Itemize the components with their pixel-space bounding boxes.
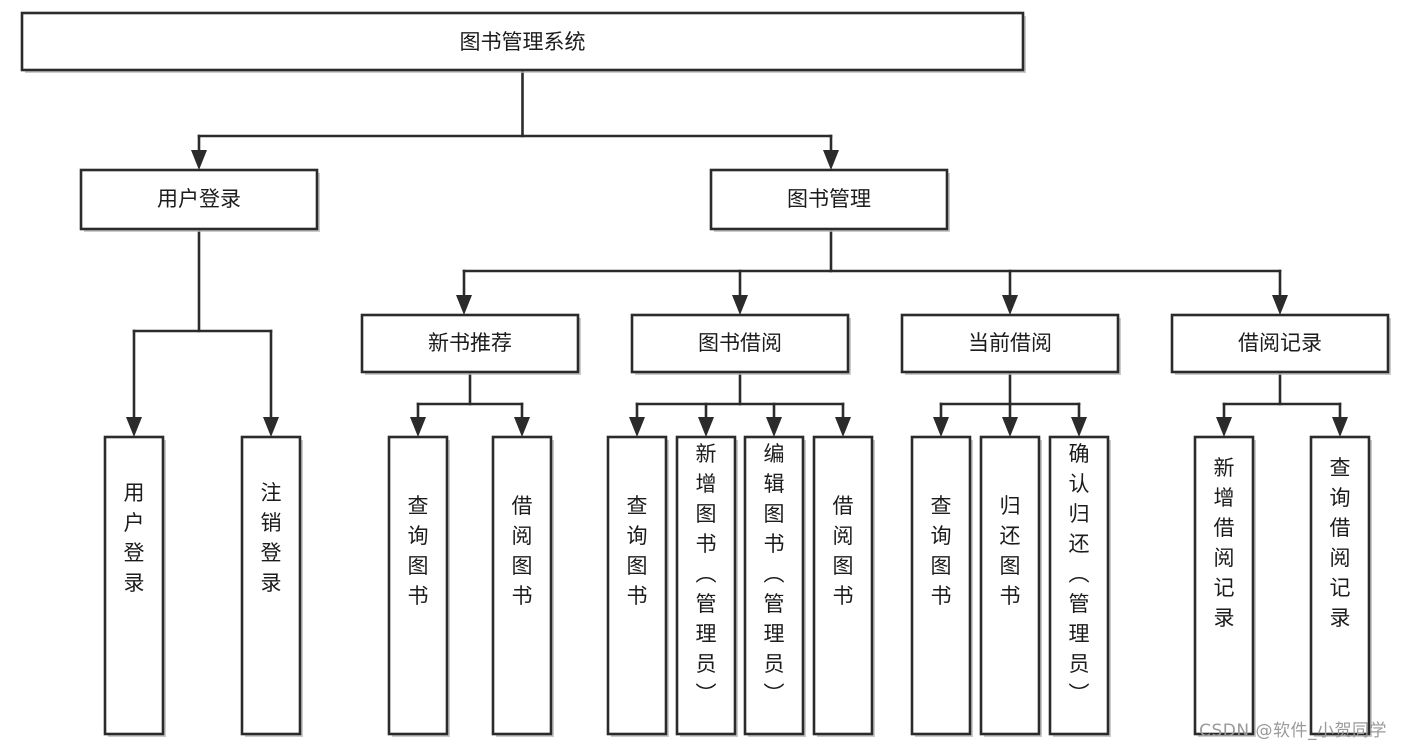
leaf-label: 查询图书 xyxy=(931,494,952,608)
leaf-label: 新增图书︵管理员︶ xyxy=(696,442,717,706)
leaf-rect[interactable] xyxy=(910,435,972,736)
node-book-manage[interactable]: 图书管理 xyxy=(709,168,950,232)
arrow-head-book-manage xyxy=(823,150,839,170)
arrow-head-bb-leaf4 xyxy=(835,417,851,437)
node-user-login-label: 用户登录 xyxy=(157,187,241,211)
leaf-user-login-1[interactable]: 用户登录 xyxy=(103,435,166,737)
arrow-head-leaf-user-login xyxy=(126,417,142,437)
node-user-login-rect[interactable] xyxy=(79,168,319,231)
arrow-head-book-borrow xyxy=(732,295,748,315)
leaf-book-borrow-3[interactable]: 编辑图书︵管理员︶ xyxy=(743,435,806,737)
node-book-borrow[interactable]: 图书借阅 xyxy=(630,313,851,375)
leaf-current-borrow-2[interactable]: 归还图书 xyxy=(979,435,1042,737)
leaf-book-borrow-2[interactable]: 新增图书︵管理员︶ xyxy=(675,435,738,737)
leaf-user-login-2[interactable]: 注销登录 xyxy=(240,435,303,737)
leaf-rect[interactable] xyxy=(240,435,302,736)
leaf-label: 查询图书 xyxy=(627,494,648,608)
node-root[interactable]: 图书管理系统 xyxy=(20,11,1026,73)
arrow-head-cb-leaf2 xyxy=(1002,417,1018,437)
arrow-head-nb-leaf1 xyxy=(410,417,426,437)
arrow-head-new-book xyxy=(456,295,472,315)
leaf-rect[interactable] xyxy=(1193,435,1255,736)
arrow-head-user-login xyxy=(191,150,207,170)
node-current-borrow[interactable]: 当前借阅 xyxy=(900,313,1121,375)
leaf-new-book-1[interactable]: 查询图书 xyxy=(387,435,450,737)
leaf-rect[interactable] xyxy=(387,435,449,736)
node-borrow-record[interactable]: 借阅记录 xyxy=(1170,313,1391,375)
arrow-head-leaf-logout xyxy=(263,417,279,437)
arrow-head-bb-leaf2 xyxy=(698,417,714,437)
node-root-rect[interactable] xyxy=(20,11,1025,72)
leaf-borrow-record-1[interactable]: 新增借阅记录 xyxy=(1193,435,1256,737)
node-book-borrow-label: 图书借阅 xyxy=(698,331,782,355)
node-new-book-rect[interactable] xyxy=(360,313,580,374)
node-book-borrow-rect[interactable] xyxy=(630,313,850,374)
leaf-rect[interactable] xyxy=(979,435,1041,736)
leaf-book-borrow-1[interactable]: 查询图书 xyxy=(606,435,669,737)
arrow-head-br-leaf1 xyxy=(1216,417,1232,437)
leaf-rect[interactable] xyxy=(1048,435,1110,736)
leaf-label: 用户登录 xyxy=(124,481,145,595)
leaf-book-borrow-4[interactable]: 借阅图书 xyxy=(812,435,875,737)
node-new-book-recommend[interactable]: 新书推荐 xyxy=(360,313,581,375)
leaf-rect[interactable] xyxy=(606,435,668,736)
leaf-label: 借阅图书 xyxy=(833,494,854,608)
leaf-rect[interactable] xyxy=(103,435,165,736)
leaf-label: 编辑图书︵管理员︶ xyxy=(764,442,785,706)
leaf-label: 查询图书 xyxy=(408,494,429,608)
arrow-head-cb-leaf1 xyxy=(933,417,949,437)
node-book-manage-label: 图书管理 xyxy=(787,187,871,211)
node-root-label: 图书管理系统 xyxy=(460,30,586,54)
arrow-head-nb-leaf2 xyxy=(514,417,530,437)
node-new-book-label: 新书推荐 xyxy=(428,331,512,355)
leaf-label: 查询借阅记录 xyxy=(1330,456,1351,630)
leaf-label: 确认归还︵管理员︶ xyxy=(1069,442,1090,706)
arrow-head-borrow-record xyxy=(1272,295,1288,315)
leaf-rect[interactable] xyxy=(675,435,737,736)
leaf-label: 注销登录 xyxy=(261,481,282,595)
arrow-head-bb-leaf3 xyxy=(766,417,782,437)
leaf-label: 新增借阅记录 xyxy=(1214,456,1235,630)
leaf-label: 归还图书 xyxy=(1000,494,1021,608)
arrow-head-br-leaf2 xyxy=(1332,417,1348,437)
node-borrow-record-label: 借阅记录 xyxy=(1238,331,1322,355)
node-user-login[interactable]: 用户登录 xyxy=(79,168,320,232)
leaf-rect[interactable] xyxy=(812,435,874,736)
leaf-borrow-record-2[interactable]: 查询借阅记录 xyxy=(1309,435,1372,737)
node-current-borrow-rect[interactable] xyxy=(900,313,1120,374)
leaf-current-borrow-3[interactable]: 确认归还︵管理员︶ xyxy=(1048,435,1111,737)
leaf-new-book-2[interactable]: 借阅图书 xyxy=(491,435,554,737)
leaf-rect[interactable] xyxy=(491,435,553,736)
node-current-borrow-label: 当前借阅 xyxy=(968,331,1052,355)
connector-group xyxy=(126,68,1348,437)
node-borrow-record-rect[interactable] xyxy=(1170,313,1390,374)
arrow-head-cb-leaf3 xyxy=(1071,417,1087,437)
leaf-current-borrow-1[interactable]: 查询图书 xyxy=(910,435,973,737)
leaf-rect[interactable] xyxy=(743,435,805,736)
leaf-label: 借阅图书 xyxy=(512,494,533,608)
leaf-rect[interactable] xyxy=(1309,435,1371,736)
arrow-head-bb-leaf1 xyxy=(629,417,645,437)
node-book-manage-rect[interactable] xyxy=(709,168,949,231)
arrow-head-current-borrow xyxy=(1002,295,1018,315)
